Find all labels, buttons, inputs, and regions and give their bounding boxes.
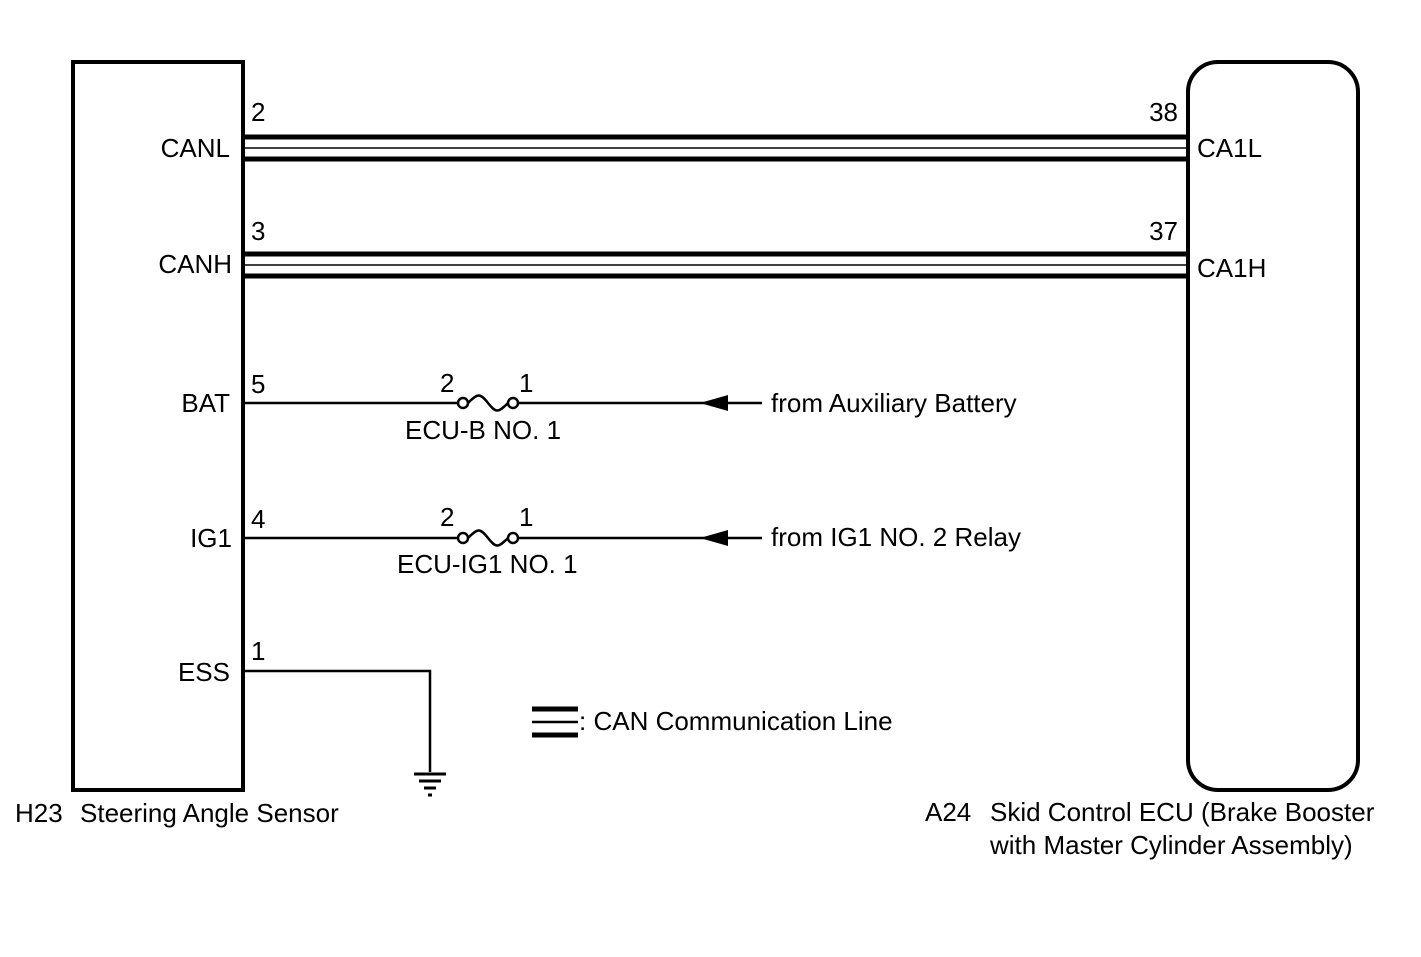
fuse-terminal-icon [456, 531, 470, 545]
canl-wire [243, 134, 1188, 162]
left-component-name: Steering Angle Sensor [80, 798, 339, 828]
left-component-code: H23 [15, 798, 63, 828]
right-component-name-line1: Skid Control ECU (Brake Booster [990, 797, 1375, 827]
pin-number-canh: 3 [251, 216, 265, 246]
pin-number-ca1h: 37 [1149, 216, 1178, 246]
pin-label-canl: CANL [161, 133, 230, 163]
legend: : CAN Communication Line [532, 706, 893, 738]
pin-label-ca1h: CA1H [1197, 253, 1266, 283]
pin-label-ess: ESS [178, 657, 230, 687]
fuse-terminal-icon [506, 396, 520, 410]
pin-number-bat: 5 [251, 369, 265, 399]
canh-wire [243, 251, 1188, 279]
fuse-label-ecu-b: ECU-B NO. 1 [405, 415, 561, 445]
pin-number-ca1l: 38 [1149, 97, 1178, 127]
pin-number-ig1: 4 [251, 504, 265, 534]
pin-label-bat: BAT [181, 388, 230, 418]
fuse-icon [467, 529, 509, 547]
legend-text: : CAN Communication Line [579, 706, 893, 736]
pin-label-ig1: IG1 [190, 523, 232, 553]
ground-icon [414, 772, 446, 797]
fuse-pin-right-bat: 1 [519, 368, 533, 398]
can-line-legend-icon [532, 706, 578, 738]
steering-angle-sensor-box [71, 60, 245, 792]
fuse-label-ecu-ig1: ECU-IG1 NO. 1 [397, 549, 578, 579]
fuse-terminal-icon [506, 531, 520, 545]
fuse-icon [467, 394, 509, 412]
fuse-pin-left-ig1: 2 [440, 502, 454, 532]
fuse-pin-right-ig1: 1 [519, 502, 533, 532]
pin-label-ca1l: CA1L [1197, 133, 1262, 163]
source-label-bat: from Auxiliary Battery [771, 388, 1017, 418]
skid-control-ecu-box [1186, 60, 1360, 792]
right-component-code: A24 [925, 797, 971, 827]
ig1-wire [243, 529, 762, 547]
pin-number-canl: 2 [251, 97, 265, 127]
pin-number-ess: 1 [251, 636, 265, 666]
fuse-terminal-icon [456, 396, 470, 410]
right-component-name-line2: with Master Cylinder Assembly) [989, 830, 1353, 860]
ess-wire [243, 669, 446, 797]
arrow-left-icon [700, 395, 728, 411]
bat-wire [243, 394, 762, 412]
pin-label-canh: CANH [158, 249, 232, 279]
fuse-pin-left-bat: 2 [440, 368, 454, 398]
arrow-left-icon [700, 530, 728, 546]
source-label-ig1: from IG1 NO. 2 Relay [771, 522, 1021, 552]
